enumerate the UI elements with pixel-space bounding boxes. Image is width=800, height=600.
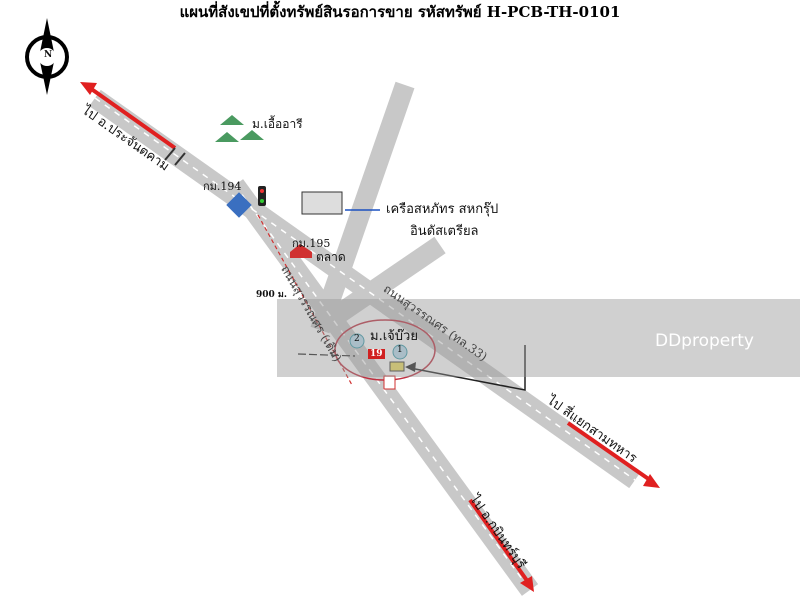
map-title: แผนที่สังเขปที่ตั้งทรัพย์สินรอการขาย รหั…	[179, 3, 621, 21]
marker-2: 2	[354, 334, 360, 344]
factory-icon	[301, 191, 343, 215]
label-market: ตลาด	[316, 250, 346, 264]
village-houses-icon	[215, 115, 264, 142]
label-distance: 900 ม.	[256, 290, 287, 300]
watermark-text: DDproperty	[655, 331, 754, 351]
marker-1: 1	[397, 345, 403, 355]
label-village-target: ม.เจ้บ๊วย	[370, 329, 418, 344]
label-km194: กม.194	[203, 180, 242, 193]
road-old	[226, 179, 539, 596]
arrow-samthahan	[566, 421, 652, 482]
compass-label: N	[44, 50, 53, 60]
compass-icon	[25, 18, 69, 95]
label-factory-1: เครือสหภัทร สหกรุ๊ป	[386, 202, 499, 217]
market-icon	[290, 244, 312, 258]
label-village-uea-arree: ม.เอื้ออารี	[252, 117, 303, 131]
road-side	[324, 236, 446, 329]
label-km195: กม.195	[292, 237, 331, 250]
route-sign: 19	[368, 349, 385, 359]
antenna-icon	[383, 375, 396, 390]
property-icon	[389, 361, 405, 372]
road-north	[310, 81, 415, 334]
watermark-band	[277, 299, 800, 377]
arrow-kabinburi	[468, 498, 530, 584]
arrow-prachantakham	[88, 86, 177, 150]
label-factory-2: อินดัสเตรียล	[410, 224, 479, 239]
